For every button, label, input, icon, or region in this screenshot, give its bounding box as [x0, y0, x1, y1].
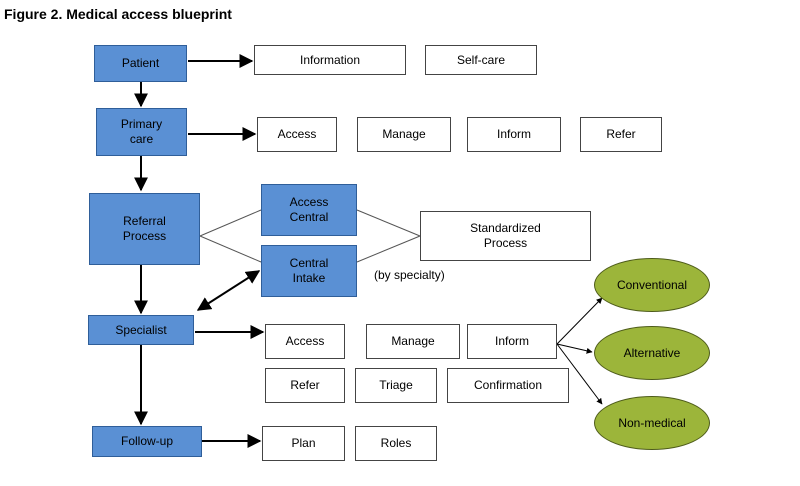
specialist-confirmation-box: Confirmation	[447, 368, 569, 403]
primary-manage-box: Manage	[357, 117, 451, 152]
line-referral-access	[199, 209, 262, 237]
arrow-inform-nonmedical	[556, 343, 603, 405]
conventional-oval: Conventional	[594, 258, 710, 312]
standardized-process-box: Standardized Process	[420, 211, 591, 261]
specialist-refer-box: Refer	[265, 368, 345, 403]
line-access-standardized	[356, 209, 421, 237]
patient-box: Patient	[94, 45, 187, 82]
specialist-manage-box: Manage	[366, 324, 460, 359]
central-intake-box: Central Intake	[261, 245, 357, 297]
by-specialty-note: (by specialty)	[374, 268, 445, 282]
access-central-box: Access Central	[261, 184, 357, 236]
figure-title: Figure 2. Medical access blueprint	[4, 6, 232, 22]
specialist-access-box: Access	[265, 324, 345, 359]
primary-refer-box: Refer	[580, 117, 662, 152]
line-intake-standardized	[356, 235, 421, 263]
primary-access-box: Access	[257, 117, 337, 152]
specialist-triage-box: Triage	[355, 368, 437, 403]
arrow-inform-conventional	[556, 297, 603, 345]
referral-process-box: Referral Process	[89, 193, 200, 265]
follow-up-box: Follow-up	[92, 426, 202, 457]
primary-inform-box: Inform	[467, 117, 561, 152]
followup-roles-box: Roles	[355, 426, 437, 461]
arrow-intake-specialist	[196, 270, 261, 311]
alternative-oval: Alternative	[594, 326, 710, 380]
arrow-inform-alternative	[556, 343, 593, 354]
information-box: Information	[254, 45, 406, 75]
specialist-box: Specialist	[88, 315, 194, 345]
line-referral-intake	[199, 235, 262, 263]
non-medical-oval: Non-medical	[594, 396, 710, 450]
self-care-box: Self-care	[425, 45, 537, 75]
followup-plan-box: Plan	[262, 426, 345, 461]
primary-care-box: Primary care	[96, 108, 187, 156]
specialist-inform-box: Inform	[467, 324, 557, 359]
